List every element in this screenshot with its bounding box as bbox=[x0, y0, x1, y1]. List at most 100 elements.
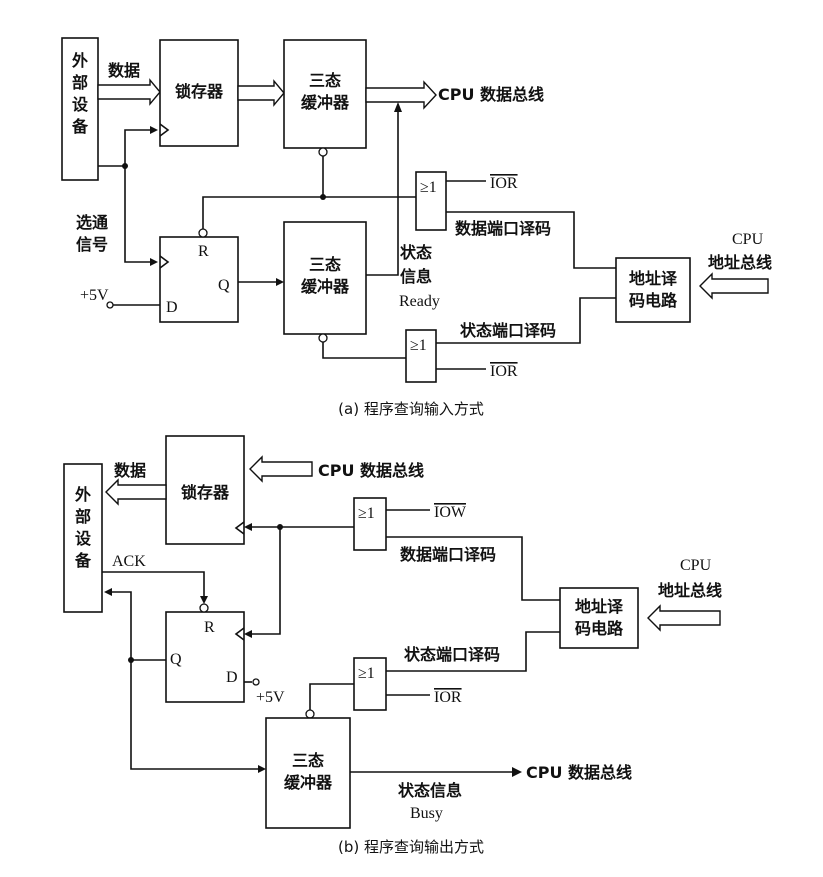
b-addr-decoder-label-2: 码电路 bbox=[575, 619, 624, 638]
a-buffer-bot-label-2: 缓冲器 bbox=[300, 277, 350, 296]
b-addr-decoder-box bbox=[559, 587, 639, 649]
a-cpu-bus-arrow bbox=[365, 80, 437, 110]
b-device-label-2: 部 bbox=[75, 507, 91, 526]
b-data-decode-label: 数据端口译码 bbox=[400, 545, 496, 564]
a-q-arrowhead bbox=[276, 278, 284, 286]
diagram-a: 外 部 设 备 数据 锁存器 三态 缓冲器 CPU 数据总线 选通 信号 bbox=[61, 37, 772, 418]
a-buffer-top-label-2: 缓冲器 bbox=[300, 93, 350, 112]
b-data-bus-arrow bbox=[105, 478, 167, 506]
a-buffer-bot-box bbox=[283, 221, 367, 335]
b-cpu-data-bus: CPU 数据总线 bbox=[318, 461, 424, 480]
b-q-device-arrowhead bbox=[104, 588, 112, 596]
a-strobe-arrowhead-latch bbox=[150, 126, 158, 134]
a-device-box bbox=[61, 37, 99, 181]
a-addr-bus-arrow bbox=[699, 272, 769, 300]
b-device-label-4: 备 bbox=[74, 551, 92, 570]
b-status-decode-line bbox=[386, 631, 560, 672]
b-ack-arrowhead bbox=[200, 596, 208, 604]
a-addr-bus-label: 地址总线 bbox=[708, 253, 772, 272]
a-cpu-data-bus: CPU 数据总线 bbox=[438, 85, 544, 104]
b-status-out-arrowhead bbox=[512, 767, 522, 777]
a-ff-r: R bbox=[198, 243, 209, 260]
a-addr-decoder-box bbox=[615, 257, 691, 323]
a-latch-box bbox=[159, 39, 239, 147]
a-device-label-1: 外 bbox=[71, 51, 88, 70]
a-status-info-1: 状态 bbox=[400, 243, 432, 262]
b-ff-r-bubble bbox=[199, 603, 209, 613]
b-ff-d: D bbox=[226, 669, 238, 686]
a-or-gate-bot-label: ≥1 bbox=[410, 337, 427, 354]
a-or-gate-top bbox=[415, 171, 447, 231]
b-plus5v-terminal bbox=[252, 678, 260, 686]
b-ff-r: R bbox=[204, 619, 215, 636]
b-ff-clock-line bbox=[252, 527, 281, 635]
a-strobe-label-2: 信号 bbox=[76, 235, 108, 254]
a-data-decode-label: 数据端口译码 bbox=[455, 219, 551, 238]
a-cpu-label: CPU bbox=[732, 231, 764, 248]
a-or-top-junction bbox=[320, 194, 326, 200]
a-buffer-bot-enable-bubble bbox=[318, 333, 328, 343]
b-ff-clock bbox=[234, 627, 245, 641]
b-device-label-1: 外 bbox=[74, 485, 91, 504]
b-q-to-buffer bbox=[130, 660, 258, 770]
a-buffer-bot-label-1: 三态 bbox=[309, 255, 341, 274]
a-ready-arrowhead bbox=[394, 102, 402, 112]
a-ff-box bbox=[159, 236, 239, 323]
a-device-label-4: 备 bbox=[71, 117, 89, 136]
a-latch-label: 锁存器 bbox=[175, 82, 224, 101]
a-status-info-2: 信息 bbox=[400, 267, 432, 286]
b-or-gate-top-label: ≥1 bbox=[358, 505, 375, 522]
a-ff-clock bbox=[159, 255, 170, 269]
a-ff-q: Q bbox=[218, 277, 230, 294]
b-busy: Busy bbox=[410, 805, 443, 822]
b-buffer-label-1: 三态 bbox=[292, 751, 324, 770]
b-ff-clock-arrowhead bbox=[244, 630, 252, 638]
b-latch-label: 锁存器 bbox=[181, 483, 230, 502]
a-status-decode-label: 状态端口译码 bbox=[460, 321, 556, 340]
a-or-bot-output bbox=[322, 342, 406, 359]
b-or-gate-bot-label: ≥1 bbox=[358, 665, 375, 682]
b-or-bot-ior: IOR bbox=[434, 689, 462, 706]
b-caption: (b) 程序查询输出方式 bbox=[338, 838, 484, 856]
a-latch-clock bbox=[159, 123, 170, 137]
b-status-decode-label: 状态端口译码 bbox=[404, 645, 500, 664]
b-q-buffer-arrowhead bbox=[258, 765, 266, 773]
b-device-label-3: 设 bbox=[75, 529, 92, 548]
b-data-decode-line bbox=[386, 536, 560, 601]
a-status-decode-line bbox=[436, 297, 616, 344]
a-addr-decoder-label-1: 地址译 bbox=[629, 269, 678, 288]
b-status-info: 状态信息 bbox=[398, 781, 462, 800]
b-plus5v: +5V bbox=[256, 689, 285, 706]
b-or-gate-top bbox=[353, 497, 387, 551]
b-addr-bus-label: 地址总线 bbox=[658, 581, 722, 600]
a-data-bus-arrow-2 bbox=[237, 79, 285, 107]
a-caption: (a) 程序查询输入方式 bbox=[338, 400, 484, 418]
b-cpu-label: CPU bbox=[680, 557, 712, 574]
b-or-bot-output bbox=[309, 683, 354, 710]
b-data-label: 数据 bbox=[114, 461, 146, 480]
a-strobe-label-1: 选通 bbox=[76, 213, 108, 232]
a-ff-r-bubble bbox=[198, 228, 208, 238]
b-cpu-bus-arrow bbox=[249, 455, 313, 483]
b-ff-q: Q bbox=[170, 651, 182, 668]
b-latch-clock bbox=[234, 521, 245, 535]
a-strobe-down bbox=[124, 166, 150, 263]
a-data-decode-line bbox=[446, 211, 616, 269]
a-plus5v-terminal bbox=[106, 301, 114, 309]
a-buffer-top-label-1: 三态 bbox=[309, 71, 341, 90]
a-data-bus-arrow-1 bbox=[97, 78, 161, 106]
b-ack-line bbox=[102, 571, 205, 596]
b-buffer-box bbox=[265, 717, 351, 829]
b-addr-decoder-label-1: 地址译 bbox=[575, 597, 624, 616]
a-plus5v: +5V bbox=[80, 287, 109, 304]
a-ready-line bbox=[366, 110, 399, 276]
a-device-label-3: 设 bbox=[72, 95, 89, 114]
a-addr-decoder-label-2: 码电路 bbox=[629, 291, 678, 310]
a-strobe-line bbox=[98, 129, 150, 167]
a-buffer-top-enable-bubble bbox=[318, 147, 328, 157]
a-or-gate-top-label: ≥1 bbox=[420, 179, 437, 196]
a-data-label: 数据 bbox=[108, 61, 140, 80]
b-ack: ACK bbox=[112, 553, 146, 570]
b-buffer-label-2: 缓冲器 bbox=[283, 773, 333, 792]
